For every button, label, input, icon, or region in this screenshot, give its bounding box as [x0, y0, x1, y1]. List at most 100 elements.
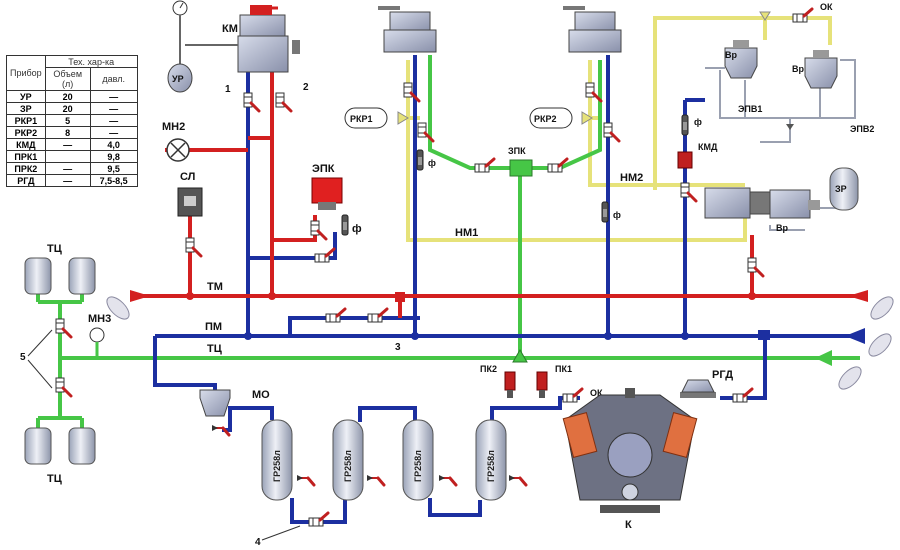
- valve-ok-top[interactable]: [791, 7, 814, 24]
- mo-separator: [199, 389, 231, 437]
- label-km: КМ: [222, 23, 238, 35]
- line-epv-feed: [653, 16, 767, 190]
- rkr2: [529, 107, 593, 129]
- label-f-2: ф: [613, 210, 621, 220]
- filter-3: [681, 114, 689, 136]
- label-zpk: ЗПК: [508, 146, 526, 156]
- zr-reservoir: [829, 167, 859, 211]
- pk1: [536, 371, 548, 398]
- rkr1: [344, 107, 409, 129]
- label-rkr1: РКР1: [350, 114, 373, 124]
- line-nm2: [588, 60, 745, 187]
- tm-end-cock-left: [130, 290, 150, 302]
- label-gr-4: ГР258л: [486, 450, 496, 482]
- vr-device-2: [804, 50, 838, 89]
- km-crane: [185, 5, 300, 73]
- label-mn3: МН3: [88, 313, 111, 325]
- filter-epk: [341, 214, 349, 236]
- label-epv2: ЭПВ2: [850, 124, 874, 134]
- mn2-gauge: [166, 138, 190, 162]
- table-cell: 7,5-8,5: [89, 174, 138, 187]
- compressor: [562, 388, 698, 513]
- table-header-volume: Объем (л): [44, 67, 91, 91]
- valve-3[interactable]: [366, 307, 389, 324]
- blue-lines: [153, 55, 860, 524]
- driver-valve-2: [563, 6, 622, 53]
- table-header-device: Прибор: [6, 55, 46, 91]
- label-pk1: ПК1: [555, 364, 572, 374]
- tm-end-cock-right: [848, 290, 868, 302]
- table-cell: —: [44, 174, 91, 187]
- table-cell: 9,5: [89, 162, 138, 175]
- main-reservoir-1: ГР258л: [261, 419, 316, 501]
- label-kmd: КМД: [698, 142, 718, 152]
- label-epk: ЭПК: [312, 163, 335, 175]
- hoses: [106, 290, 894, 390]
- label-gr-2: ГР258л: [343, 450, 353, 482]
- vr-device-1: [724, 40, 758, 79]
- zpk: [509, 159, 533, 177]
- label-f-epk: ф: [352, 223, 362, 235]
- ur-reservoir: [167, 63, 193, 93]
- main-reservoir-4: ГР258л: [475, 419, 528, 501]
- gauge-top: [172, 0, 188, 65]
- main-reservoir-3: ГР258л: [402, 419, 458, 501]
- valve-rgd[interactable]: [731, 387, 754, 404]
- label-tc-top: ТЦ: [47, 243, 62, 255]
- label-ok-top: ОК: [820, 2, 833, 12]
- pm-end-cock: [845, 328, 865, 344]
- valve-4[interactable]: [307, 511, 330, 528]
- epk-device: [311, 177, 343, 210]
- label-rgd: РГД: [712, 369, 733, 381]
- label-epv1: ЭПВ1: [738, 104, 762, 114]
- label-mo: МО: [252, 389, 270, 401]
- table-header-pressure: давл.: [89, 67, 138, 91]
- tc-cylinders-top: [24, 257, 96, 295]
- label-tc-bottom: ТЦ: [47, 473, 62, 485]
- label-vr-2: Вр: [792, 64, 804, 74]
- label-5: 5: [20, 352, 26, 363]
- label-nm1: НМ1: [455, 227, 478, 239]
- table-row: ПРК2—9,5: [6, 162, 138, 175]
- air-distributor: [704, 187, 820, 219]
- sl-device: [177, 187, 203, 217]
- label-ur: УР: [172, 74, 184, 84]
- valve-2[interactable]: [274, 91, 293, 113]
- label-2: 2: [303, 82, 309, 93]
- table-row: РГД—7,5-8,5: [6, 174, 138, 187]
- kmd: [677, 151, 693, 169]
- junction-markers: [186, 292, 770, 363]
- label-rkr2: РКР2: [534, 114, 557, 124]
- label-pm: ПМ: [205, 321, 222, 333]
- valve-epk-feed[interactable]: [313, 247, 336, 264]
- label-1: 1: [225, 84, 231, 95]
- rgd: [680, 379, 716, 398]
- label-ok-bottom: ОК: [590, 388, 603, 398]
- driver-valve-1: [378, 6, 437, 53]
- label-k: К: [625, 519, 632, 531]
- label-gr-3: ГР258л: [413, 450, 423, 482]
- mn3-gauge: [89, 327, 105, 358]
- valve-ok-bottom[interactable]: [561, 387, 584, 404]
- label-vr-1: Вр: [725, 50, 737, 60]
- line-ok-top: [765, 16, 832, 45]
- label-zr: ЗР: [835, 184, 847, 194]
- valve-pm-1[interactable]: [324, 307, 347, 324]
- valve-zpk-left[interactable]: [473, 157, 496, 174]
- label-tm: ТМ: [207, 281, 223, 293]
- label-3: 3: [395, 342, 401, 353]
- table-header-row-2: Объем (л) давл.: [7, 67, 138, 91]
- filter-1: [416, 149, 424, 171]
- label-vr-3: Вр: [776, 223, 788, 233]
- tm-tee: [395, 292, 405, 302]
- label-tc: ТЦ: [207, 343, 222, 355]
- label-nm2: НМ2: [620, 172, 643, 184]
- label-f-3: ф: [694, 117, 702, 127]
- label-4: 4: [255, 537, 261, 548]
